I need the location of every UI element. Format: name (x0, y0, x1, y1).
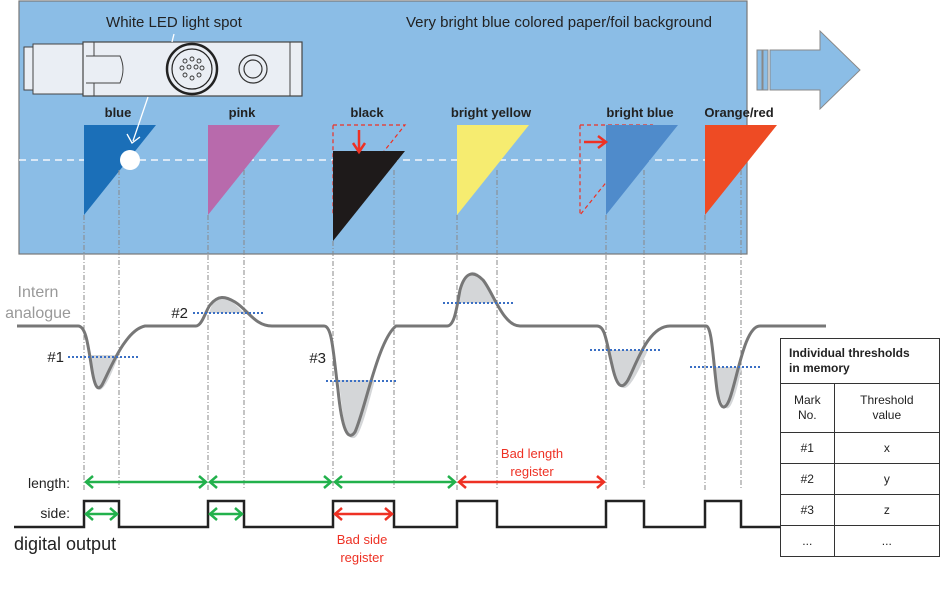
threshold-label-1: #1 (47, 349, 64, 366)
background-label: Very bright blue colored paper/foil back… (406, 14, 712, 31)
table-title-line1: Individual thresholds (789, 346, 910, 360)
digital-output-label: digital output (14, 534, 116, 554)
mark-cell: ... (780, 525, 835, 557)
mark-label: bright blue (606, 105, 673, 120)
mark-label: pink (229, 105, 256, 120)
threshold-exceed-area (458, 271, 497, 303)
led-label: White LED light spot (106, 14, 243, 31)
mark-label: Orange/red (704, 105, 773, 120)
arrowhead-right (109, 507, 119, 521)
analog-label-line2: analogue (5, 305, 71, 322)
guides-group (83, 170, 742, 490)
mark-triangle (333, 151, 405, 241)
length-ok-arrow (208, 475, 333, 489)
digital-output-signal (14, 499, 780, 529)
arrowhead-right (384, 507, 394, 521)
bad-side-label-line2: register (340, 550, 384, 565)
value-cell: z (833, 494, 940, 526)
mark-bright-yellow: bright yellow (451, 105, 532, 215)
mark-triangle (84, 125, 156, 215)
col-header-threshold: Threshold value (833, 383, 940, 433)
mark-bright-blue: bright blue (579, 105, 678, 217)
side-ok-arrow (208, 507, 244, 521)
threshold-label-3: #3 (309, 350, 326, 367)
side-ok-arrow (84, 507, 119, 521)
value-cell: y (833, 463, 940, 495)
length-label: length: (28, 475, 70, 491)
col-header-threshold-line1: Threshold (860, 393, 914, 407)
col-header-mark: Mark No. (780, 383, 835, 433)
mark-black: black (332, 105, 407, 241)
col-header-threshold-line2: value (872, 408, 902, 422)
thresholds-table: Individual thresholds in memory Mark No.… (780, 338, 940, 557)
analog-label-line1: Intern (18, 284, 59, 301)
threshold-exceed-area (609, 350, 648, 389)
arrowhead-right (234, 507, 244, 521)
col-header-mark-line1: Mark (793, 393, 821, 407)
direction-arrow-icon (756, 29, 861, 111)
mark-label: black (350, 105, 384, 120)
arrowhead-left (208, 507, 218, 521)
mark-label: bright yellow (451, 105, 532, 120)
mark-blue: blue (84, 105, 156, 215)
bad-side-label-line1: Bad side (337, 532, 388, 547)
digital-signal (14, 499, 780, 529)
length-bad-arrow (457, 475, 606, 489)
side-label: side: (40, 505, 70, 521)
arrowhead-left (84, 507, 94, 521)
table-row: ...... (780, 525, 940, 557)
table-title: Individual thresholds in memory (780, 338, 940, 384)
shift-right-arrowhead (597, 135, 609, 149)
mark-label: blue (105, 105, 132, 120)
value-cell: x (833, 432, 940, 464)
arrowhead-left (208, 475, 218, 489)
analog-signal (17, 271, 826, 439)
col-header-mark-line2: No. (797, 408, 817, 422)
table-title-line2: in memory (789, 361, 850, 375)
arrowhead-right (596, 475, 606, 489)
led-pointer-line (171, 33, 175, 43)
bad-length-label-line1: Bad length (501, 446, 563, 461)
arrowhead-right (447, 475, 457, 489)
mark-triangle (457, 125, 529, 215)
side-bad-arrow (333, 507, 394, 521)
led-light-spot (120, 150, 140, 170)
threshold-label-2: #2 (171, 305, 188, 322)
value-cell: ... (833, 525, 940, 557)
threshold-exceed-area (209, 296, 244, 313)
mark-cell: #3 (780, 494, 835, 526)
shift-down-arrowhead (351, 142, 367, 155)
mark-cell: #1 (780, 432, 835, 464)
led-pointer-arrow (132, 96, 149, 142)
arrowhead-left (333, 475, 343, 489)
arrowhead-left (457, 475, 467, 489)
length-ok-arrow (84, 475, 208, 489)
length-ok-arrow (333, 475, 457, 489)
arrowhead-left (84, 475, 94, 489)
sensor-icon (23, 41, 303, 97)
led-pointer-arrowhead (126, 133, 141, 144)
mark-triangle (606, 125, 678, 215)
bad-length-label-line2: register (510, 464, 554, 479)
arrowhead-right (323, 475, 333, 489)
measurement-arrows (84, 475, 606, 521)
analog-curve (17, 272, 826, 437)
arrowhead-left (333, 507, 343, 521)
arrowhead-right (198, 475, 208, 489)
mark-cell: #2 (780, 463, 835, 495)
